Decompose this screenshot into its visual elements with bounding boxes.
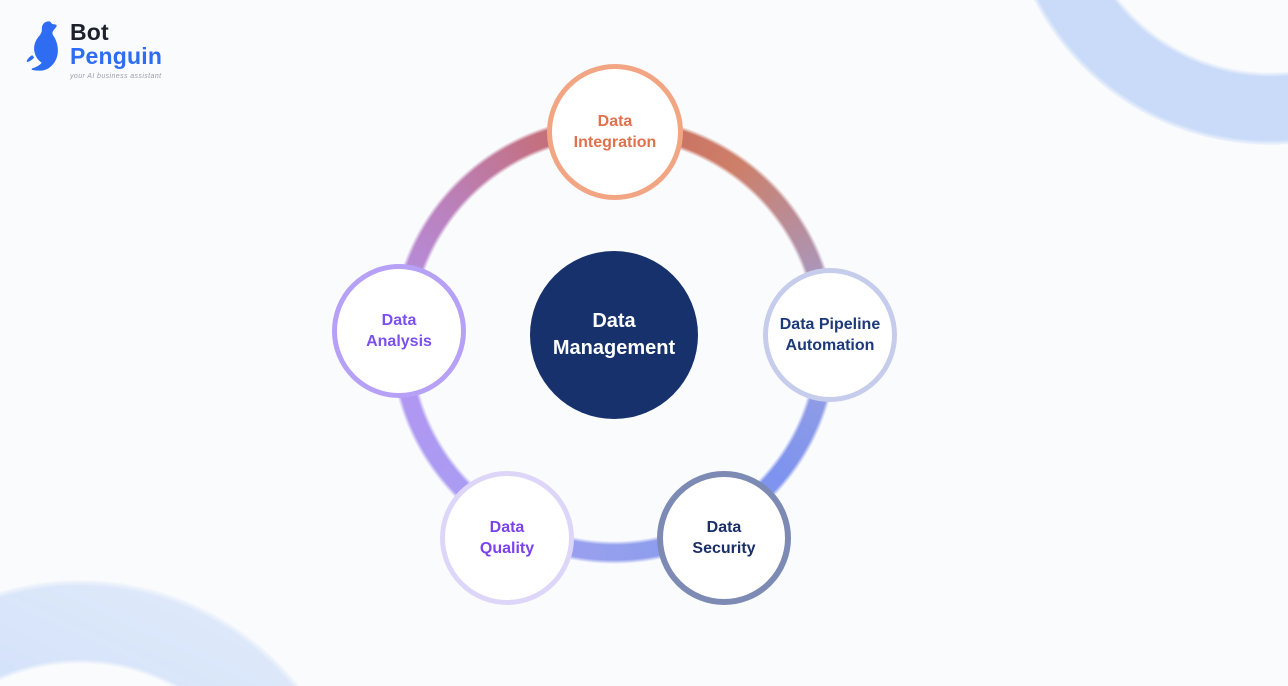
decor-ring-bottom-left (0, 580, 360, 686)
decor-ring-top-right (1005, 0, 1288, 145)
node-label: Data Security (692, 518, 756, 557)
node-label: Data Integration (573, 112, 657, 151)
logo-tagline: your AI business assistant (70, 73, 162, 81)
node-data-quality: Data Quality (440, 471, 574, 605)
node-data-integration: Data Integration (547, 64, 683, 200)
node-data-security: Data Security (657, 471, 791, 605)
penguin-icon (26, 20, 64, 81)
node-data-analysis: Data Analysis (332, 264, 466, 398)
logo-text: Bot Penguin your AI business assistant (70, 19, 163, 81)
node-data-management: Data Management (530, 251, 698, 419)
node-data-pipeline-automation: Data Pipeline Automation (763, 268, 897, 402)
node-label: Data Analysis (366, 311, 432, 350)
logo-word-bot: Bot (70, 19, 109, 45)
logo-word-penguin: Penguin (70, 43, 163, 70)
node-label: Data Pipeline Automation (779, 315, 881, 354)
center-label: Data Management (552, 310, 676, 359)
node-label: Data Quality (479, 518, 535, 557)
botpenguin-logo: Bot Penguin your AI business assistant (26, 20, 162, 81)
